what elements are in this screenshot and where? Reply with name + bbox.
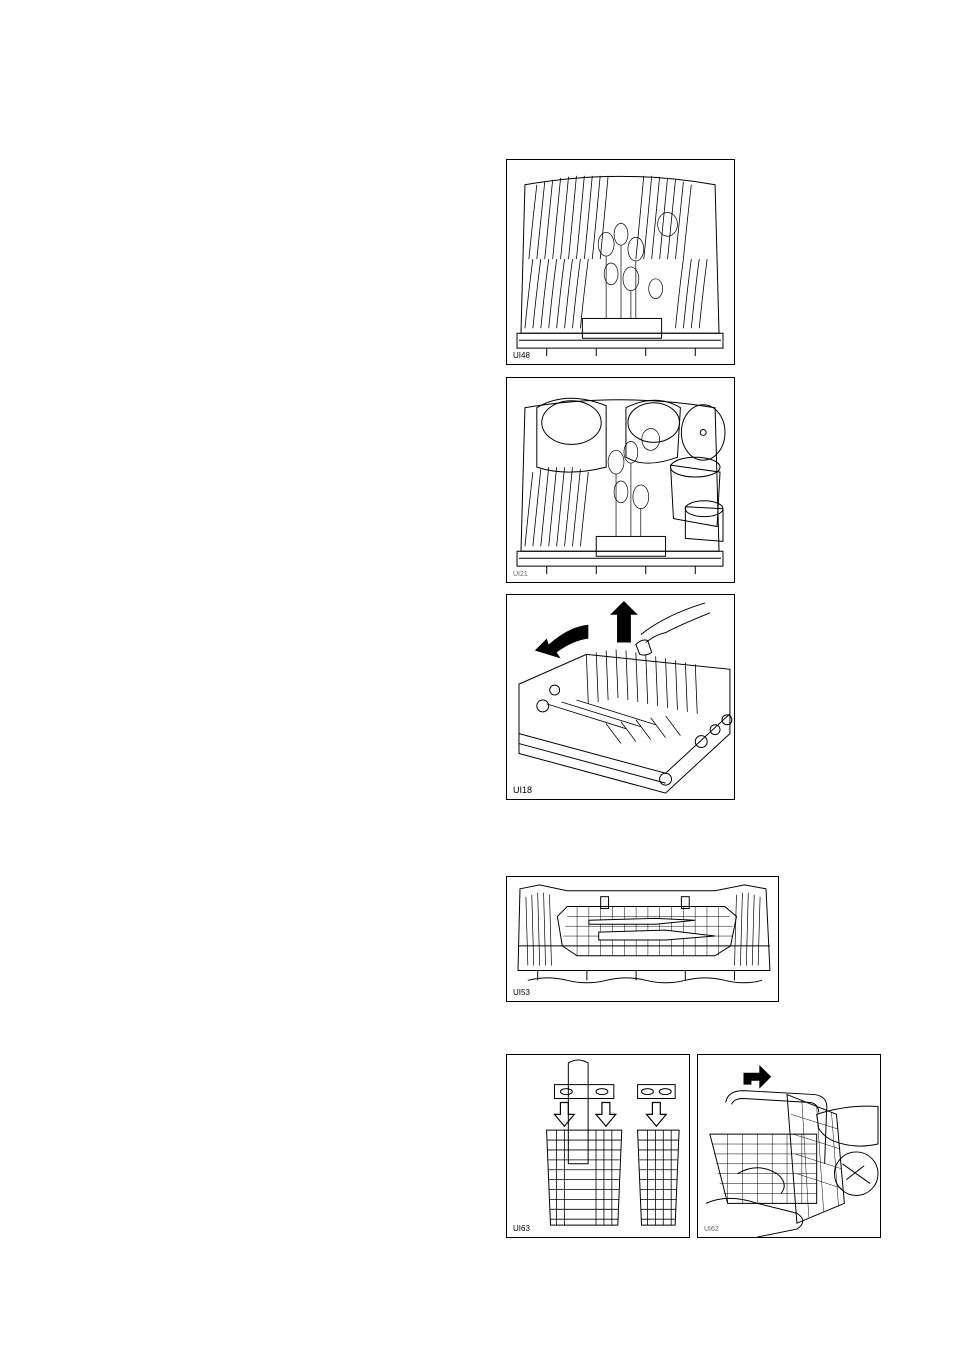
figure-code: UI48 [513,351,530,360]
figure-code: UI21 [513,571,528,578]
figure-code: UI53 [513,988,530,997]
illustration-basket-plates [507,160,734,364]
up-arrow-icon [610,601,638,643]
figure-lower-basket-plates: UI48 [506,159,735,365]
illustration-folding-supports [507,595,734,799]
illustration-cutlery-basket-hands [698,1055,880,1237]
figure-knife-rack: UI53 [506,876,779,1002]
illustration-basket-pots [507,378,734,582]
figure-code: UI63 [513,1224,530,1233]
figure-code: UI18 [513,785,532,795]
illustration-knife-rack [507,877,778,1001]
curved-arrow-icon [535,625,588,659]
illustration-cutlery-grids [507,1055,689,1237]
figure-lower-basket-pots: UI21 [506,377,735,583]
figure-cutlery-grids: UI63 [506,1054,690,1238]
figure-code: UI62 [704,1226,719,1233]
figure-folding-supports: UI18 [506,594,735,800]
bent-arrow-icon [744,1065,772,1089]
figure-cutlery-basket-hands: UI62 [697,1054,881,1238]
